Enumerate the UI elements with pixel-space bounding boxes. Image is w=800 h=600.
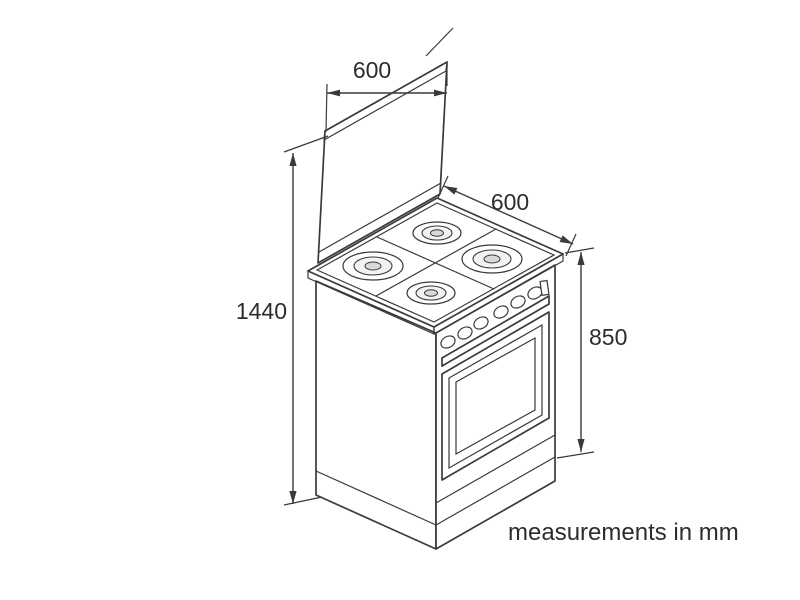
dimension-depth: 600 <box>437 175 577 257</box>
control-knob <box>457 326 473 340</box>
body <box>315 264 556 550</box>
cooker-illustration <box>307 60 564 550</box>
oven-door-outline <box>441 311 550 481</box>
oven-window-band <box>448 323 543 470</box>
dimension-label-total-height: 1440 <box>236 298 287 324</box>
extension-line <box>283 135 329 153</box>
arrowhead <box>289 153 297 166</box>
drawer-line <box>435 434 556 504</box>
oven-door-handle <box>441 295 550 367</box>
pan-support-divider <box>375 228 497 297</box>
control-knob <box>493 305 509 319</box>
extension-line <box>556 451 595 459</box>
dimension-total-height: 1440 <box>236 135 329 506</box>
cooktop-inner-rim <box>315 202 556 323</box>
dimension-line <box>443 185 574 245</box>
extension-line <box>283 496 323 506</box>
oven-window-glass <box>455 336 536 456</box>
arrowhead <box>289 491 297 504</box>
dimension-label-depth: 600 <box>491 189 529 215</box>
burner-right <box>461 244 523 274</box>
extension-line <box>425 27 454 57</box>
dimension-label-top-width: 600 <box>353 57 391 83</box>
control-knob <box>510 295 526 309</box>
control-knob <box>440 335 456 349</box>
extension-line <box>564 247 595 254</box>
control-knob <box>473 316 489 330</box>
arrowhead <box>577 252 585 265</box>
control-panel <box>440 279 550 349</box>
plinth-line-front <box>435 456 556 526</box>
oven-door <box>441 295 550 481</box>
arrowhead <box>434 89 447 97</box>
extension-line <box>437 175 449 199</box>
arrowhead <box>559 235 573 244</box>
lid <box>317 60 448 264</box>
cooktop <box>307 197 564 336</box>
plinth-line-left <box>315 470 437 526</box>
dimension-label-working-height: 850 <box>589 324 627 350</box>
footnote-measurements-unit: measurements in mm <box>508 519 739 546</box>
dimension-top-width: 600 <box>325 27 454 133</box>
control-display <box>539 279 550 297</box>
burner-left <box>342 251 404 281</box>
burner-front <box>406 281 456 305</box>
arrowhead <box>327 89 340 97</box>
body-left-side <box>315 280 437 550</box>
arrowhead <box>444 186 458 195</box>
arrowhead <box>577 439 585 452</box>
dimension-working-height: 850 <box>556 247 627 459</box>
lid-hinge-line <box>318 182 442 253</box>
burner-back <box>412 221 462 245</box>
extension-line <box>325 83 328 133</box>
